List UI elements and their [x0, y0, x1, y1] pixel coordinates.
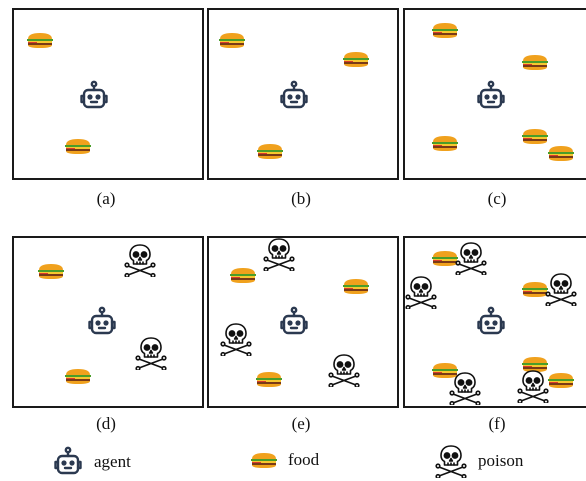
robot-icon	[52, 446, 84, 478]
panel-f-poison-icon	[454, 241, 488, 275]
legend-food-label: food	[288, 450, 320, 469]
panel-c-food-icon	[547, 145, 575, 161]
panel-e-poison-icon	[219, 322, 253, 356]
panel-f-agent-icon	[475, 306, 507, 338]
panel-b-food-icon	[256, 143, 284, 159]
panel-b-food-icon	[218, 32, 246, 48]
panel-f-poison-icon	[516, 369, 550, 403]
panel-d-food-icon	[37, 263, 65, 279]
panel-c-food-icon	[431, 135, 459, 151]
panel-f-food-icon	[547, 372, 575, 388]
panel-e-food-icon	[342, 278, 370, 294]
panel-b-food-icon	[342, 51, 370, 67]
panel-a-caption: (a)	[96, 189, 116, 208]
legend-agent: agent	[52, 446, 131, 478]
legend-poison: poison	[434, 444, 523, 478]
panel-c-food-icon	[521, 128, 549, 144]
panel-d-poison-icon	[123, 243, 157, 277]
panel-a	[12, 8, 204, 180]
panel-d-agent-icon	[86, 306, 118, 338]
panel-b-caption: (b)	[291, 189, 311, 208]
skull-crossbones-icon	[434, 444, 468, 478]
panel-c-caption: (c)	[487, 189, 507, 208]
panel-f-food-icon	[521, 281, 549, 297]
panel-f-food-icon	[431, 250, 459, 266]
panel-d-poison-icon	[134, 336, 168, 370]
panel-c-agent-icon	[475, 80, 507, 112]
panel-f-poison-icon	[448, 371, 482, 405]
legend-agent-label: agent	[94, 452, 131, 471]
panel-f-poison-icon	[544, 272, 578, 306]
legend-poison-label: poison	[478, 451, 524, 470]
panel-d-caption: (d)	[96, 414, 116, 433]
panel-e-agent-icon	[278, 306, 310, 338]
panel-a-food-icon	[64, 138, 92, 154]
panel-a-food-icon	[26, 32, 54, 48]
panel-e-food-icon	[229, 267, 257, 283]
panel-d	[12, 236, 204, 408]
burger-icon	[250, 452, 278, 468]
legend-food: food	[250, 450, 319, 470]
panel-b-agent-icon	[278, 80, 310, 112]
panel-b	[207, 8, 399, 180]
panel-f-food-icon	[431, 362, 459, 378]
panel-c-food-icon	[431, 22, 459, 38]
panel-c	[403, 8, 586, 180]
panel-e	[207, 236, 399, 408]
panel-a-agent-icon	[78, 80, 110, 112]
panel-c-food-icon	[521, 54, 549, 70]
panel-f	[403, 236, 586, 408]
panel-e-poison-icon	[327, 353, 361, 387]
panel-f-poison-icon	[404, 275, 438, 309]
panel-e-food-icon	[255, 371, 283, 387]
panel-e-caption: (e)	[291, 414, 311, 433]
panel-e-poison-icon	[262, 237, 296, 271]
panel-f-caption: (f)	[488, 414, 506, 433]
panel-d-food-icon	[64, 368, 92, 384]
